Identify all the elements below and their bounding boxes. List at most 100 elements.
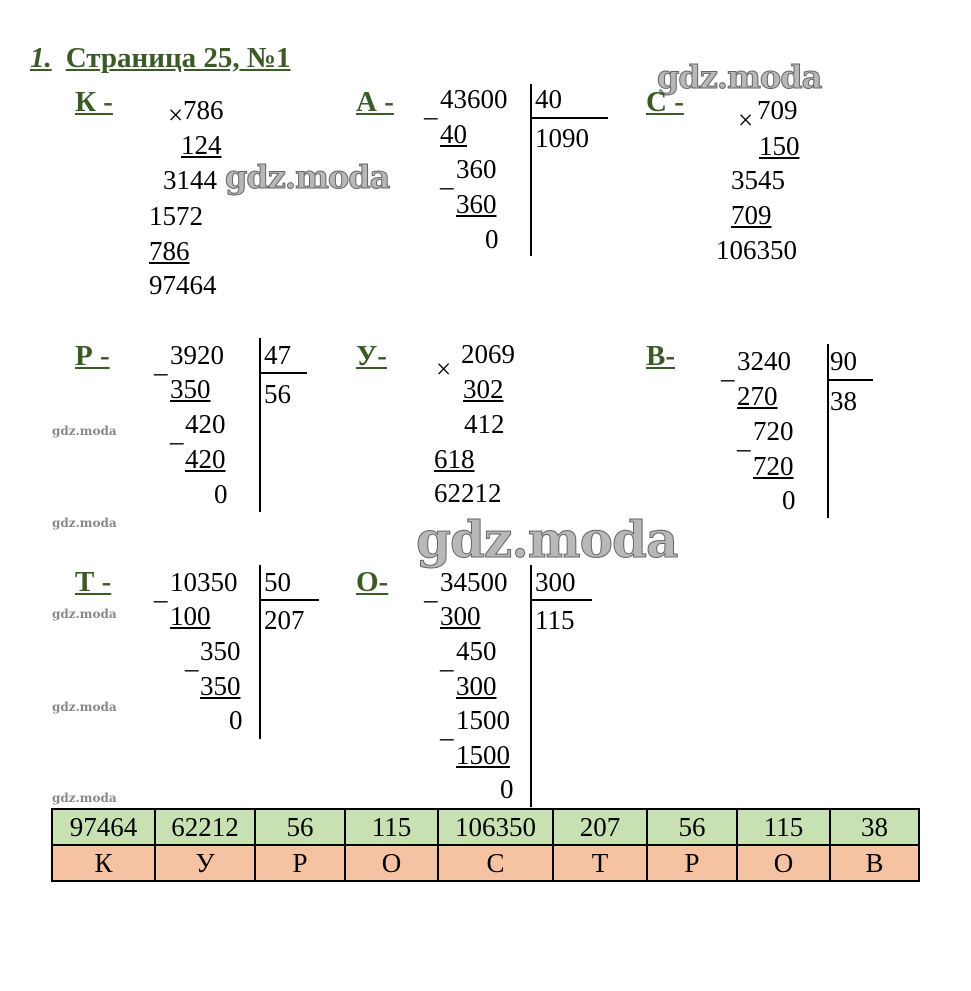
- subtrahend-2: 360: [456, 189, 497, 219]
- final-remainder: 0: [782, 485, 796, 515]
- answer-letter: С: [437, 844, 554, 882]
- factor-b: 124: [181, 130, 222, 160]
- factor-a: 2069: [461, 339, 515, 369]
- minus-sign: _: [424, 575, 438, 605]
- product: 62212: [434, 478, 502, 508]
- answer-letter: О: [736, 844, 831, 882]
- subtrahend-2: 420: [185, 444, 226, 474]
- times-sign: ×: [738, 105, 754, 135]
- dividend: 3920: [170, 340, 224, 370]
- partial-1: 3545: [731, 165, 785, 195]
- quotient-line: [532, 599, 592, 601]
- minus-sign: _: [154, 348, 168, 378]
- page-heading: 1. Страница 25, №1: [30, 42, 291, 75]
- final-remainder: 0: [214, 479, 228, 509]
- partial-3: 786: [149, 236, 190, 266]
- partial-2: 1572: [149, 201, 203, 231]
- quotient-line: [532, 117, 608, 119]
- division-bar: [530, 84, 532, 256]
- final-remainder: 0: [485, 224, 499, 254]
- factor-a: 786: [183, 95, 224, 125]
- quotient-line: [261, 372, 307, 374]
- divisor: 90: [830, 346, 857, 376]
- dividend: 3240: [737, 346, 791, 376]
- watermark-small-4: gdz.moda: [52, 700, 117, 714]
- partial-2: 709: [731, 200, 772, 230]
- minus-sign: _: [424, 92, 438, 122]
- subtrahend-1: 270: [737, 381, 778, 411]
- watermark-k: gdz.moda: [224, 158, 390, 197]
- label-s: С -: [646, 86, 684, 118]
- answer-number: 97464: [51, 808, 156, 846]
- remainder-1: 350: [200, 636, 241, 666]
- answer-number: 56: [646, 808, 738, 846]
- label-a: А -: [356, 86, 394, 118]
- answer-letter: К: [51, 844, 156, 882]
- quotient: 38: [830, 386, 857, 416]
- answer-number: 115: [736, 808, 831, 846]
- watermark-small-1: gdz.moda: [52, 424, 117, 438]
- minus-sign: _: [154, 575, 168, 605]
- minus-sign: _: [185, 644, 199, 674]
- minus-sign: _: [440, 644, 454, 674]
- answer-number: 62212: [154, 808, 256, 846]
- answer-number: 38: [829, 808, 920, 846]
- factor-a: 709: [757, 95, 798, 125]
- answer-table: 97464 62212 56 115 106350 207 56 115 38 …: [51, 808, 920, 882]
- quotient: 115: [535, 605, 575, 635]
- subtrahend-2: 300: [456, 671, 497, 701]
- minus-sign: _: [170, 417, 184, 447]
- divisor: 50: [264, 567, 291, 597]
- minus-sign: _: [721, 354, 735, 384]
- label-u: У-: [356, 340, 387, 372]
- final-remainder: 0: [229, 705, 243, 735]
- partial-2: 618: [434, 444, 475, 474]
- answer-number: 207: [552, 808, 648, 846]
- minus-sign: _: [440, 713, 454, 743]
- divisor: 300: [535, 567, 576, 597]
- subtrahend-1: 350: [170, 374, 211, 404]
- watermark-small-5: gdz.moda: [52, 791, 117, 805]
- quotient: 1090: [535, 123, 589, 153]
- factor-b: 150: [759, 131, 800, 161]
- label-t: Т -: [75, 566, 112, 598]
- answer-letter: Т: [552, 844, 648, 882]
- quotient-line: [829, 379, 873, 381]
- partial-1: 412: [464, 409, 505, 439]
- label-v: В-: [646, 340, 675, 372]
- final-remainder: 0: [500, 774, 514, 804]
- dividend: 43600: [440, 84, 508, 114]
- product: 106350: [716, 235, 797, 265]
- answer-letter: У: [154, 844, 256, 882]
- watermark-small-3: gdz.moda: [52, 607, 117, 621]
- divisor: 47: [264, 340, 291, 370]
- task-title: Страница 25, №1: [65, 42, 291, 74]
- answer-letter: В: [829, 844, 920, 882]
- subtrahend-2: 720: [753, 451, 794, 481]
- label-o: О-: [356, 566, 389, 598]
- subtrahend-1: 300: [440, 601, 481, 631]
- subtrahend-1: 100: [170, 601, 211, 631]
- division-bar: [827, 344, 829, 518]
- answer-letter: О: [344, 844, 439, 882]
- subtrahend-2: 350: [200, 671, 241, 701]
- subtrahend-1: 40: [440, 119, 467, 149]
- minus-sign: _: [440, 162, 454, 192]
- partial-1: 3144: [163, 165, 217, 195]
- answer-letter: Р: [254, 844, 346, 882]
- dividend: 34500: [440, 567, 508, 597]
- answer-letters-row: К У Р О С Т Р О В: [51, 844, 920, 882]
- divisor: 40: [535, 84, 562, 114]
- factor-b: 302: [463, 374, 504, 404]
- remainder-1: 420: [185, 409, 226, 439]
- answer-numbers-row: 97464 62212 56 115 106350 207 56 115 38: [51, 808, 920, 846]
- division-bar: [259, 338, 261, 512]
- dividend: 10350: [170, 567, 238, 597]
- remainder-2: 1500: [456, 705, 510, 735]
- quotient: 56: [264, 379, 291, 409]
- remainder-1: 720: [753, 416, 794, 446]
- answer-number: 106350: [437, 808, 554, 846]
- times-sign: ×: [168, 100, 184, 130]
- task-number: 1.: [30, 42, 52, 74]
- watermark-center: gdz.moda: [415, 510, 678, 570]
